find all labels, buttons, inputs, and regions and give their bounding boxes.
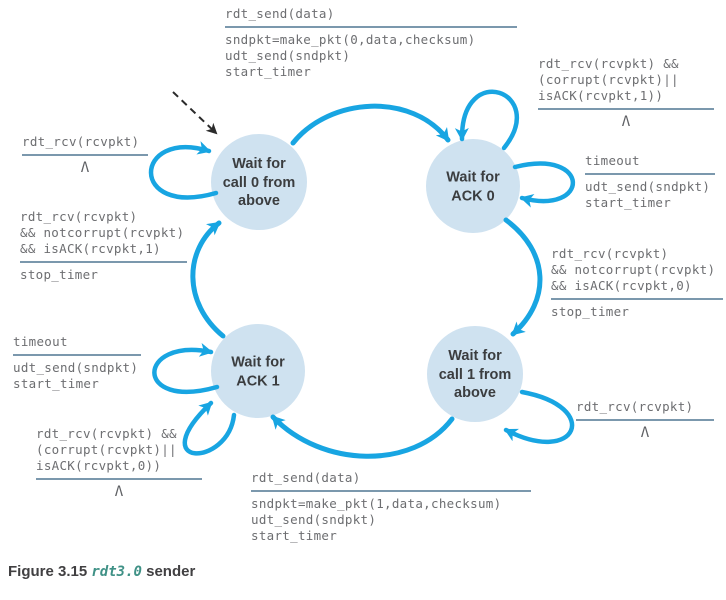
- transition-label-rcv-call0: rdt_rcv(rcvpkt) Λ: [22, 134, 148, 176]
- arc-ok-ack1: [190, 220, 226, 339]
- arc-send0: [290, 103, 451, 146]
- event-text: && notcorrupt(rcvpkt): [20, 225, 185, 240]
- action-text: start_timer: [251, 528, 338, 543]
- event-text: rdt_rcv(rcvpkt): [22, 134, 140, 149]
- loop-timeout-ack0: [512, 161, 576, 208]
- event-action-divider: [538, 108, 714, 110]
- lambda-symbol: Λ: [640, 425, 650, 441]
- transition-label-timeout-ack1: timeout udt_send(sndpkt) start_timer: [13, 334, 141, 392]
- action-text: start_timer: [13, 376, 100, 391]
- event-text: && notcorrupt(rcvpkt): [551, 262, 716, 277]
- transition-label-corrupt-ack0: rdt_rcv(rcvpkt) && (corrupt(rcvpkt)|| is…: [36, 426, 202, 500]
- transition-label-corrupt-ack1: rdt_rcv(rcvpkt) && (corrupt(rcvpkt)|| is…: [538, 56, 714, 130]
- event-action-divider: [251, 490, 531, 492]
- loop-corrupt-ack0: [182, 400, 237, 456]
- figure-caption-suffix: sender: [146, 563, 196, 580]
- figure-number: Figure 3.15: [8, 563, 88, 580]
- action-text: start_timer: [225, 64, 312, 79]
- event-text: rdt_send(data): [251, 470, 361, 485]
- event-text: isACK(rcvpkt,1)): [538, 88, 664, 103]
- state-label-wait-call1: Wait for call 1 from above: [438, 348, 512, 402]
- event-text: rdt_rcv(rcvpkt): [551, 246, 669, 261]
- event-text: (corrupt(rcvpkt)||: [36, 442, 177, 457]
- action-text: udt_send(sndpkt): [13, 360, 139, 375]
- lambda-symbol: Λ: [621, 114, 631, 130]
- event-text: rdt_rcv(rcvpkt) &&: [36, 426, 177, 441]
- event-action-divider: [20, 261, 187, 263]
- event-action-divider: [13, 354, 141, 356]
- state-circle-wait-call1: [427, 326, 523, 422]
- event-action-divider: [36, 478, 202, 480]
- arc-ok-ack0: [503, 217, 543, 337]
- event-text: rdt_rcv(rcvpkt): [576, 399, 694, 414]
- event-text: timeout: [13, 334, 68, 349]
- event-text: timeout: [585, 153, 640, 168]
- transition-label-rcv-call1: rdt_rcv(rcvpkt) Λ: [576, 399, 714, 441]
- transition-label-ok-ack0: rdt_rcv(rcvpkt) && notcorrupt(rcvpkt) &&…: [551, 246, 723, 320]
- event-action-divider: [225, 26, 517, 28]
- lambda-symbol: Λ: [80, 160, 90, 176]
- state-label-wait-ack1: Wait for ACK 1: [231, 354, 285, 389]
- state-circle-wait-call0: [211, 134, 307, 230]
- action-text: udt_send(sndpkt): [585, 179, 711, 194]
- loop-rcv-call0: [148, 141, 219, 200]
- action-text: udt_send(sndpkt): [251, 512, 377, 527]
- event-action-divider: [576, 419, 714, 421]
- state-circle-wait-ack0: [426, 139, 520, 233]
- arc-send1: [270, 414, 455, 459]
- event-text: isACK(rcvpkt,0)): [36, 458, 162, 473]
- transition-label-send0: rdt_send(data) sndpkt=make_pkt(0,data,ch…: [225, 6, 517, 80]
- event-action-divider: [551, 298, 723, 300]
- event-text: rdt_send(data): [225, 6, 335, 21]
- event-text: rdt_rcv(rcvpkt): [20, 209, 138, 224]
- event-action-divider: [22, 154, 148, 156]
- transition-label-timeout-ack0: timeout udt_send(sndpkt) start_timer: [585, 153, 715, 211]
- loop-rcv-call1: [503, 389, 575, 445]
- event-text: && isACK(rcvpkt,1): [20, 241, 161, 256]
- action-text: start_timer: [585, 195, 672, 210]
- action-text: stop_timer: [551, 304, 630, 319]
- lambda-symbol: Λ: [114, 484, 124, 500]
- loop-corrupt-ack1: [454, 89, 519, 151]
- transition-label-send1: rdt_send(data) sndpkt=make_pkt(1,data,ch…: [251, 470, 531, 544]
- action-text: sndpkt=make_pkt(0,data,checksum): [225, 32, 476, 47]
- event-text: && isACK(rcvpkt,0): [551, 278, 692, 293]
- figure-caption: Figure 3.15 rdt3.0 sender: [8, 563, 195, 580]
- action-text: stop_timer: [20, 267, 99, 282]
- state-label-wait-ack0: Wait for ACK 0: [446, 169, 500, 204]
- initial-state-arrow: [172, 91, 218, 135]
- loop-timeout-ack1: [152, 342, 220, 395]
- state-circle-wait-ack1: [211, 324, 305, 418]
- state-label-wait-call0: Wait for call 0 from above: [222, 156, 296, 210]
- figure-code: rdt3.0: [91, 564, 142, 580]
- action-text: udt_send(sndpkt): [225, 48, 351, 63]
- event-action-divider: [585, 173, 715, 175]
- action-text: sndpkt=make_pkt(1,data,checksum): [251, 496, 502, 511]
- transition-label-ok-ack1: rdt_rcv(rcvpkt) && notcorrupt(rcvpkt) &&…: [20, 209, 187, 283]
- event-text: rdt_rcv(rcvpkt) &&: [538, 56, 679, 71]
- event-text: (corrupt(rcvpkt)||: [538, 72, 679, 87]
